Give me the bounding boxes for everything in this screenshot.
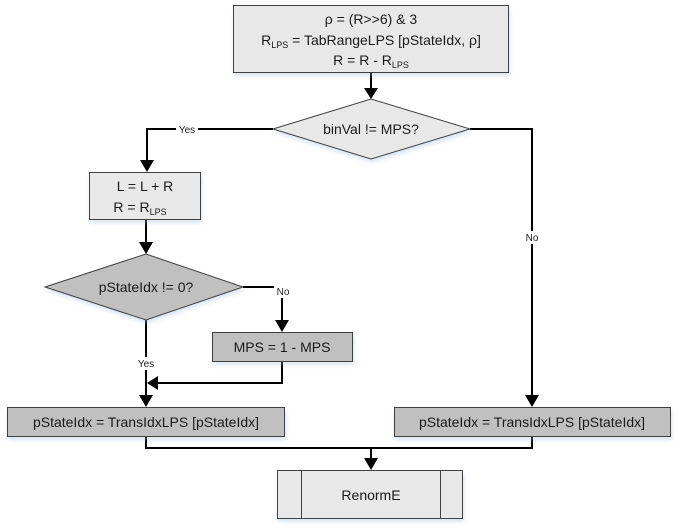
trans-lps-right-text: pStateIdx = TransIdxLPS [pStateIdx] — [419, 414, 645, 430]
update-lr-line-2-subscript: LPS — [150, 207, 167, 217]
edge-label-yes: Yes — [179, 125, 195, 136]
mps-flip-text: MPS = 1 - MPS — [234, 339, 331, 355]
edge-label-no: No — [277, 287, 290, 298]
predefined-process-box — [277, 470, 463, 519]
arrowhead — [364, 88, 378, 99]
node-init — [233, 5, 509, 73]
update-lr-line-1: L = L + R — [117, 178, 174, 194]
node-update-lr — [89, 172, 201, 220]
update-lr-line-2-main: R = R — [113, 199, 149, 215]
arrowhead — [139, 395, 153, 407]
init-line-2-rest: = TabRangeLPS [pStateIdx, ρ] — [288, 32, 481, 48]
node-mps-flip — [212, 332, 353, 362]
init-line-1: ρ = (R>>6) & 3 — [325, 11, 418, 27]
edge-labels: Yes No No Yes — [134, 123, 541, 370]
connectors — [139, 72, 539, 470]
node-trans-lps-left — [7, 407, 285, 437]
edge-label-no: No — [526, 233, 539, 244]
edge-mps-to-join — [156, 361, 283, 384]
init-line-2: RLPS = TabRangeLPS [pStateIdx, ρ] — [261, 32, 481, 50]
trans-lps-left-text: pStateIdx = TransIdxLPS [pStateIdx] — [33, 414, 259, 430]
node-decision-pstate — [43, 253, 245, 321]
arrowhead — [525, 395, 539, 407]
edge-yes-to-update — [146, 128, 273, 162]
edge-label-yes: Yes — [138, 359, 154, 370]
arrowhead — [364, 458, 378, 470]
process-box — [233, 5, 509, 73]
init-line-3-main: R = R - R — [333, 52, 392, 68]
init-line-2-var: R — [261, 32, 271, 48]
decision-binval-text: binVal != MPS? — [323, 121, 419, 137]
process-box — [89, 172, 201, 220]
node-trans-lps-right — [394, 407, 671, 437]
node-decision-binval — [271, 98, 472, 160]
edge-merge — [145, 436, 533, 449]
renorm-text: RenormE — [341, 487, 400, 503]
arrowhead — [140, 160, 154, 172]
process-box — [7, 407, 285, 437]
process-box — [394, 407, 671, 437]
decision-diamond — [43, 253, 245, 321]
init-line-3-subscript: LPS — [392, 60, 409, 70]
arrowhead — [147, 376, 158, 390]
decision-diamond — [271, 98, 472, 160]
node-renorm — [277, 470, 463, 519]
decision-pstate-text: pStateIdx != 0? — [99, 279, 194, 295]
update-lr-line-2: R = RLPS — [113, 199, 166, 217]
init-line-2-subscript: LPS — [271, 40, 288, 50]
init-line-3: R = R - RLPS — [333, 52, 409, 70]
arrowhead — [139, 242, 153, 254]
arrowhead — [275, 320, 289, 332]
process-box — [212, 332, 353, 362]
edge-no-to-trans-right — [470, 128, 533, 397]
